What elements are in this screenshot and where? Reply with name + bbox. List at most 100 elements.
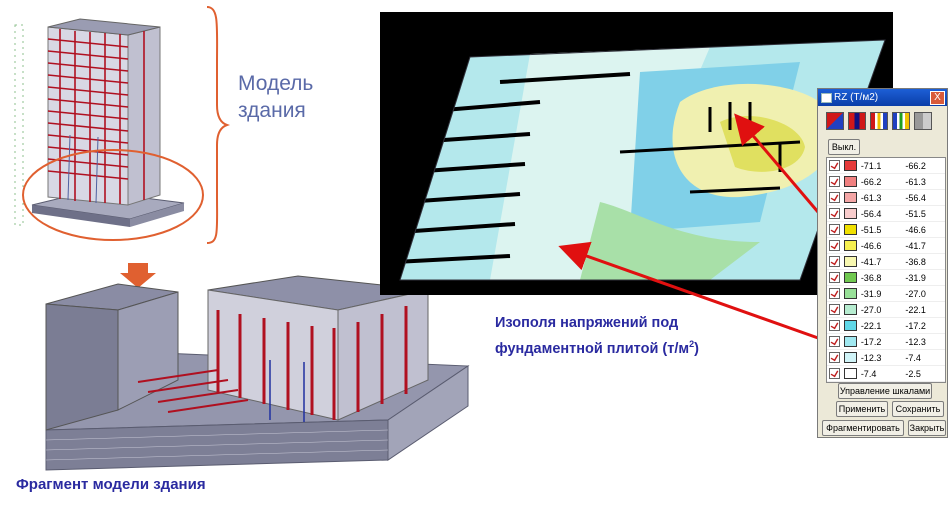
legend-row-checkbox[interactable] [829,256,840,267]
legend-row-to: -61.3 [905,176,926,187]
legend-row-from: -36.8 [860,272,882,283]
legend-row-swatch [843,208,857,219]
window-icon [821,93,832,103]
legend-row-swatch [843,304,857,315]
highlight-ellipse [22,149,204,241]
legend-row-swatch [843,240,857,251]
legend-row-to: -27.0 [905,288,926,299]
isofield-label-sup: 2 [689,339,695,349]
legend-row: -61.3 -56.4 [827,190,945,206]
legend-window: RZ (Т/м2) X Выкл. -71.1-66.2-66.2-61.3-6… [817,88,948,438]
legend-row-swatch [843,256,857,267]
legend-row-to: -17.2 [905,320,926,331]
legend-row-swatch [843,368,857,379]
legend-row-from: -46.6 [860,240,882,251]
legend-row-checkbox[interactable] [829,160,840,171]
legend-row-from: -12.3 [860,352,882,363]
legend-row: -7.4 -2.5 [827,366,945,382]
gradient-icon[interactable] [826,112,844,130]
brace-icon [206,6,230,244]
legend-row-swatch [843,288,857,299]
legend-row-swatch [843,192,857,203]
close-icon[interactable]: X [930,91,945,105]
legend-table: -71.1 -66.2 -66.2 -61.3 -61.3 -56.4 -56.4 -51.5… [826,157,946,383]
legend-row-from: -56.4 [860,208,882,219]
fragment-label: Фрагмент модели здания [16,476,206,493]
legend-row-swatch [843,176,857,187]
legend-row-checkbox[interactable] [829,288,840,299]
legend-row-from: -61.3 [860,192,882,203]
legend-row-from: -7.4 [860,368,877,379]
model-label-line2: здания [238,99,306,122]
legend-row-swatch [843,352,857,363]
legend-row-to: -7.4 [905,352,921,363]
legend-row-to: -56.4 [905,192,926,203]
legend-row: -46.6 -41.7 [827,238,945,254]
scale-control-button[interactable]: Управление шкалами [838,383,932,399]
legend-row-swatch [843,272,857,283]
scale-toolbar [818,106,947,134]
legend-row-from: -27.0 [860,304,882,315]
legend-row-checkbox[interactable] [829,352,840,363]
isofield-label: Изополя напряжений под фундаментной плит… [495,313,699,360]
legend-row: -56.4 -51.5 [827,206,945,222]
isofield-label-close: ) [694,340,699,357]
legend-row-to: -46.6 [905,224,926,235]
legend-window-titlebar[interactable]: RZ (Т/м2) X [818,89,947,106]
legend-row: -17.2 -12.3 [827,334,945,350]
red-blue-icon[interactable] [848,112,866,130]
legend-row: -66.2 -61.3 [827,174,945,190]
down-arrow-icon [120,263,156,288]
legend-window-title: RZ (Т/м2) [834,92,879,103]
fragment-model-image [45,275,470,471]
fragment-button[interactable]: Фрагментировать [822,420,904,436]
legend-row-checkbox[interactable] [829,304,840,315]
legend-row-swatch [843,320,857,331]
legend-row-to: -2.5 [905,368,921,379]
legend-row-swatch [843,336,857,347]
legend-row-to: -41.7 [905,240,926,251]
building-model-image [14,18,185,227]
isofield-label-line1: Изополя напряжений под [495,315,679,331]
gray-icon[interactable] [914,112,932,130]
legend-row-to: -51.5 [905,208,926,219]
legend-row: -27.0 -22.1 [827,302,945,318]
legend-row: -51.5-46.6 [827,222,945,238]
legend-row: -71.1 -66.2 [827,158,945,174]
isofield-label-text: фундаментной плитой (т/м [495,340,690,357]
close-button[interactable]: Закрыть [908,420,946,436]
legend-row-swatch [843,160,857,171]
legend-row-from: -22.1 [860,320,882,331]
stress-contour-image [380,12,893,295]
legend-row-to: -36.8 [905,256,926,267]
legend-row: -31.9 -27.0 [827,286,945,302]
legend-row-to: -66.2 [905,160,926,171]
isofield-label-line2: фундаментной плитой (т/м2) [495,334,699,360]
legend-row-checkbox[interactable] [829,240,840,251]
legend-row-checkbox[interactable] [829,208,840,219]
legend-row-from: -66.2 [860,176,882,187]
legend-row-to: -22.1 [905,304,926,315]
legend-row-from: -31.9 [860,288,882,299]
legend-row-checkbox[interactable] [829,272,840,283]
legend-row-checkbox[interactable] [829,224,840,235]
legend-row-from: -17.2 [860,336,882,347]
legend-row-checkbox[interactable] [829,336,840,347]
legend-row-from: -71.1 [860,160,882,171]
bars-icon[interactable] [870,112,888,130]
legend-row: -41.7 -36.8 [827,254,945,270]
save-button[interactable]: Сохранить [892,401,944,417]
legend-row-checkbox[interactable] [829,192,840,203]
legend-row-from: -41.7 [860,256,882,267]
apply-button[interactable]: Применить [836,401,888,417]
legend-row-to: -31.9 [905,272,926,283]
off-button[interactable]: Выкл. [828,139,860,155]
legend-row: -12.3 -7.4 [827,350,945,366]
legend-row-swatch [843,224,857,235]
legend-row-checkbox[interactable] [829,368,840,379]
legend-row-to: -12.3 [905,336,926,347]
legend-row-checkbox[interactable] [829,176,840,187]
legend-row-checkbox[interactable] [829,320,840,331]
legend-row: -36.8 -31.9 [827,270,945,286]
multicolor-bars-icon[interactable] [892,112,910,130]
